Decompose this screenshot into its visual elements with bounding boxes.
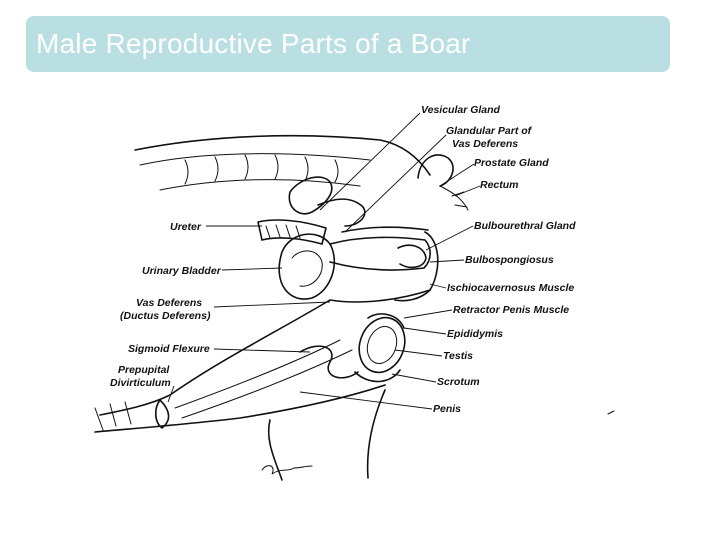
penis-line-1 (174, 339, 341, 409)
ureter-shape (257, 219, 327, 245)
leader-epididymis (403, 327, 447, 335)
leader-bulbospongiosus (429, 259, 465, 263)
urinary-bladder-shape (278, 233, 336, 300)
label-bulbourethral-gland: Bulbourethral Gland (474, 220, 576, 232)
leader-bulbourethral (425, 225, 474, 251)
tail-fringe (439, 185, 469, 211)
spine-lower-line (159, 179, 361, 191)
glandular-vas-line (341, 226, 429, 233)
leader-rectum (454, 185, 481, 197)
label-ureter: Ureter (170, 221, 202, 233)
label-glandular-part-2: Vas Deferens (452, 138, 518, 150)
leader-scrotum (391, 373, 437, 383)
leader-vas-deferens (213, 301, 331, 308)
vesicular-gland-shape (288, 176, 333, 215)
leg-outline-left (267, 419, 283, 481)
scrotum-shape (354, 369, 401, 383)
body-lower-edge (94, 384, 386, 433)
leader-vesicular (319, 112, 421, 211)
label-glandular-part-1: Glandular Part of (446, 125, 533, 137)
label-epididymis: Epididymis (447, 328, 503, 340)
ureter-hatch (265, 224, 301, 239)
label-vas-deferens-1: Vas Deferens (136, 297, 202, 309)
label-retractor-penis: Retractor Penis Muscle (453, 304, 569, 316)
body-upper-edge (99, 289, 431, 416)
leader-ischiocavernosus (429, 283, 447, 289)
leader-sigmoid (213, 348, 311, 353)
stray-mark (607, 410, 615, 415)
label-prostate-gland: Prostate Gland (474, 157, 549, 169)
bladder-inner (291, 250, 323, 287)
leader-bladder (221, 267, 283, 271)
label-sigmoid-flexure: Sigmoid Flexure (128, 343, 210, 355)
leader-testis (394, 349, 443, 357)
testis-inner (366, 326, 398, 364)
page-title: Male Reproductive Parts of a Boar (36, 28, 471, 59)
sigmoid-flexure-shape (299, 345, 359, 379)
urethra-region (329, 236, 431, 271)
leader-retractor (403, 309, 453, 319)
labels: Vesicular Gland Glandular Part of Vas De… (110, 104, 576, 415)
artist-signature (261, 465, 313, 475)
epididymis-shape (367, 313, 405, 329)
label-prepupital-1: Prepupital (118, 364, 170, 376)
dorsal-outline (134, 134, 431, 176)
prepuce-tip (154, 399, 170, 429)
bulbourethral-shape (397, 244, 427, 269)
leader-glandular (344, 134, 447, 233)
rectum-loop (417, 154, 454, 187)
title-bar: Male Reproductive Parts of a Boar (26, 16, 670, 72)
label-testis: Testis (443, 350, 473, 362)
vertebrae (184, 154, 339, 185)
leader-penis (299, 391, 433, 410)
label-ischiocavernosus: Ischiocavernosus Muscle (447, 282, 574, 294)
label-urinary-bladder: Urinary Bladder (142, 265, 222, 277)
penis-line-2 (181, 349, 353, 419)
gland-lobe-2 (317, 198, 366, 227)
spine-line (139, 153, 371, 166)
testis-shape (358, 316, 406, 374)
label-vas-deferens-2: (Ductus Deferens) (120, 310, 211, 322)
label-vesicular-gland: Vesicular Gland (421, 104, 501, 116)
label-rectum: Rectum (480, 179, 519, 191)
preputial-hatch (94, 401, 132, 431)
leader-prostate (439, 163, 475, 187)
leader-lines (167, 112, 481, 410)
leg-outline-right (366, 389, 386, 479)
label-penis: Penis (433, 403, 461, 415)
label-scrotum: Scrotum (437, 376, 480, 388)
label-bulbospongiosus: Bulbospongiosus (465, 254, 554, 266)
leader-prepupital (167, 385, 175, 403)
label-prepupital-2: Divirticulum (110, 377, 171, 389)
